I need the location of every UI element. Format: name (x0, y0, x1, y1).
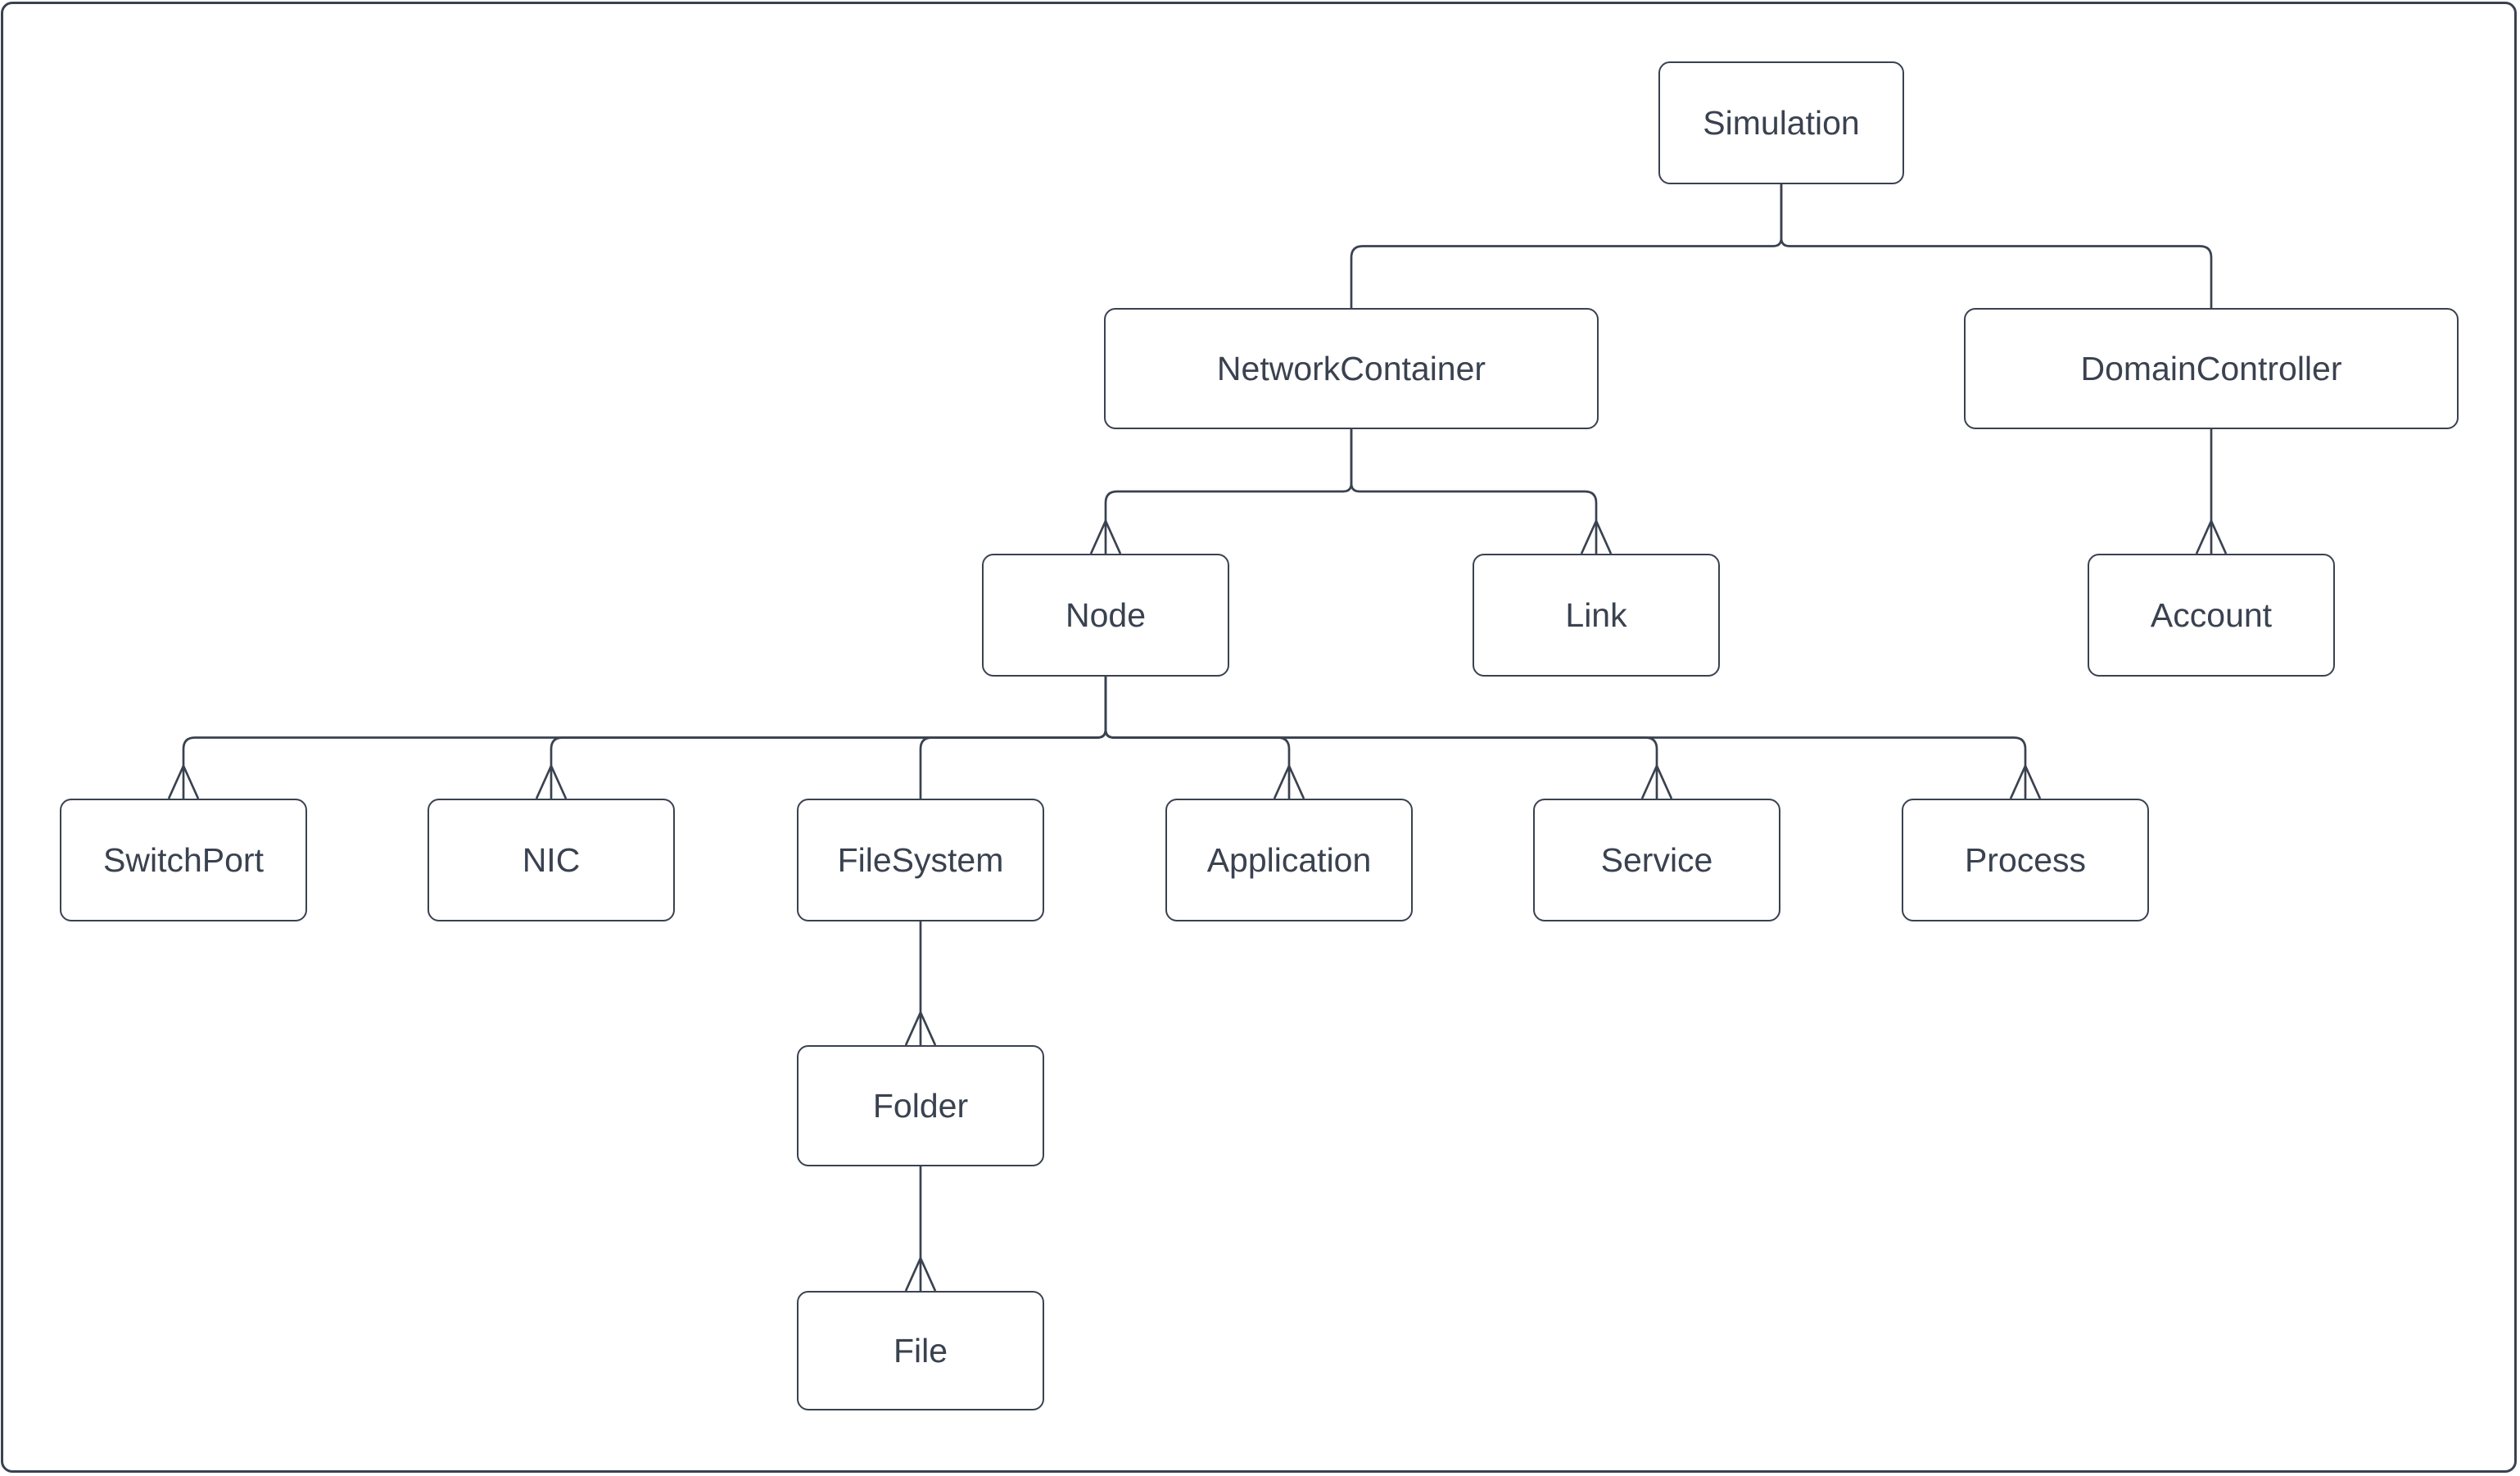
diagram-node-folder: Folder (797, 1045, 1044, 1166)
node-label: Process (1964, 840, 2087, 879)
node-label: Service (1600, 840, 1713, 879)
diagram-node-account: Account (2088, 554, 2335, 677)
node-label: Node (1065, 595, 1146, 634)
diagram-node-application: Application (1165, 799, 1413, 921)
node-label: SwitchPort (103, 840, 264, 879)
edge-node-to-file-system (919, 677, 1107, 799)
open-arrowhead (1273, 763, 1305, 799)
edge-simulation-to-network-container (1350, 184, 1783, 308)
edge-network-container-to-node (1104, 429, 1353, 554)
diagram-node-file-system: FileSystem (797, 799, 1044, 921)
node-label: File (893, 1331, 948, 1370)
node-label: Folder (872, 1086, 969, 1125)
diagram-node-link: Link (1473, 554, 1720, 677)
node-label: DomainController (2080, 349, 2342, 387)
diagram-node-file: File (797, 1291, 1044, 1410)
diagram-node-process: Process (1902, 799, 2149, 921)
open-arrowhead (1089, 518, 1122, 555)
diagram-node-service: Service (1533, 799, 1780, 921)
open-arrowhead (1640, 763, 1673, 799)
node-label: Account (2150, 595, 2273, 634)
open-arrowhead (167, 763, 200, 799)
node-label: FileSystem (837, 840, 1004, 879)
open-arrowhead (2009, 763, 2042, 799)
open-arrowhead (1580, 518, 1613, 555)
open-arrowhead (535, 763, 568, 799)
open-arrowhead (2195, 518, 2228, 555)
node-label: NIC (522, 840, 581, 879)
edge-network-container-to-link (1350, 429, 1598, 554)
diagram-node-nic: NIC (428, 799, 675, 921)
open-arrowhead (904, 1255, 937, 1292)
node-label: Simulation (1703, 103, 1860, 142)
node-label: Application (1206, 840, 1372, 879)
node-label: NetworkContainer (1216, 349, 1486, 387)
diagram-node-network-container: NetworkContainer (1104, 308, 1599, 429)
diagram-node-node: Node (982, 554, 1229, 677)
diagram-node-simulation: Simulation (1658, 61, 1904, 184)
edge-simulation-to-domain-controller (1780, 184, 2213, 308)
node-label: Link (1565, 595, 1627, 634)
diagram-node-switch-port: SwitchPort (60, 799, 307, 921)
diagram-node-domain-controller: DomainController (1964, 308, 2459, 429)
open-arrowhead (904, 1009, 937, 1046)
edge-node-to-process (1104, 677, 2027, 799)
